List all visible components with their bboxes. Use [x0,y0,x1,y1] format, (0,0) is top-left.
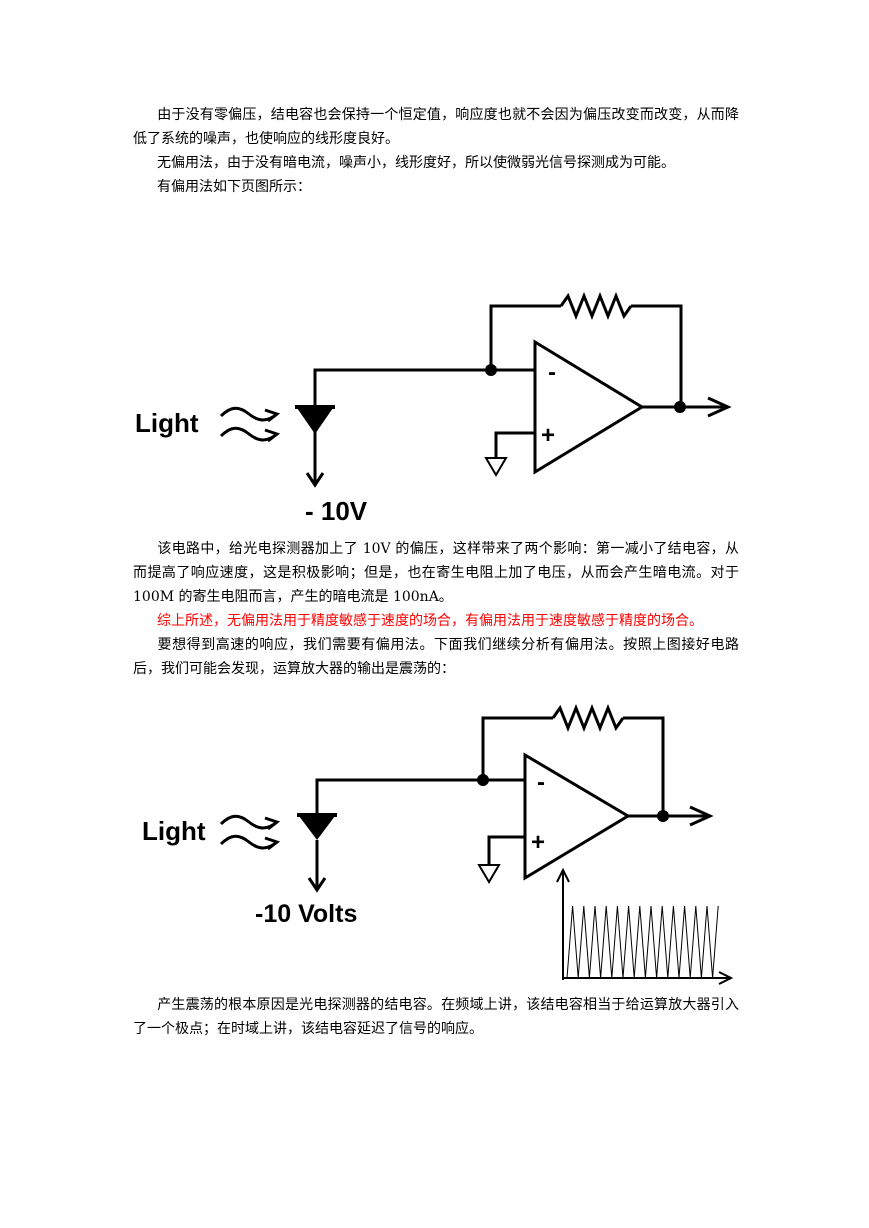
paragraph-7: 产生震荡的根本原因是光电探测器的结电容。在频域上讲，该结电容相当于给运算放大器引… [133,993,739,1041]
bias-arrow-icon [305,472,325,488]
bias-arrow-icon [307,877,327,893]
feedback-wire-right [631,304,683,407]
bias-voltage-label: - 10V [305,496,368,526]
feedback-resistor [551,703,625,733]
oscillating-output-circuit-diagram: Light - + -10 Volts [142,703,734,985]
junction-dot [657,810,669,822]
paragraph-4-text: 该电路中，给光电探测器加上了 10V 的偏压，这样带来了两个影响：第一减小了结电… [133,541,739,605]
paragraph-3-text: 有偏用法如下页图所示： [157,179,311,195]
paragraph-6-text: 要想得到高速的响应，我们需要有偏用法。下面我们继续分析有偏用法。按照上图接好电路… [133,637,739,677]
junction-dot [485,364,497,376]
light-arrowhead-icon [264,408,281,423]
plot-y-axis-arrow-icon [556,867,570,883]
paragraph-2-text: 无偏用法，由于没有暗电流，噪声小，线形度好，所以使微弱光信号探测成为可能。 [157,155,675,171]
op-amp-triangle [533,339,645,475]
paragraph-1-text: 由于没有零偏压，结电容也会保持一个恒定值，响应度也就不会因为偏压改变而改变，从而… [133,107,739,147]
output-arrow-icon [689,805,714,827]
paragraph-7-text: 产生震荡的根本原因是光电探测器的结电容。在频域上讲，该结电容相当于给运算放大器引… [133,997,739,1037]
light-arrowhead-icon [264,816,281,831]
ground-icon [484,457,508,477]
ground-wire [494,431,535,458]
light-label: Light [135,408,199,438]
oscillation-waveform-plot [556,867,734,985]
paragraph-5-emphasis: 综上所述，无偏用法用于精度敏感于速度的场合，有偏用法用于速度敏感于精度的场合。 [133,609,739,633]
junction-dot [477,774,489,786]
non-inverting-input-sign: + [531,829,545,856]
non-inverting-input-sign: + [541,422,555,449]
junction-dot [674,401,686,413]
bias-voltage-label: -10 Volts [255,900,357,928]
paragraph-6: 要想得到高速的响应，我们需要有偏用法。下面我们继续分析有偏用法。按照上图接好电路… [133,633,739,681]
paragraph-1: 由于没有零偏压，结电容也会保持一个恒定值，响应度也就不会因为偏压改变而改变，从而… [133,103,739,151]
paragraph-2: 无偏用法，由于没有暗电流，噪声小，线形度好，所以使微弱光信号探测成为可能。 [133,151,739,175]
feedback-resistor [559,291,633,321]
output-arrow-icon [707,396,732,418]
light-label: Light [142,816,206,846]
input-wire [315,778,525,825]
photodiode-icon [299,816,335,840]
plot-x-axis-arrow-icon [718,971,734,985]
paragraph-4: 该电路中，给光电探测器加上了 10V 的偏压，这样带来了两个影响：第一减小了结电… [133,537,739,609]
oscillation-waveform [566,905,719,979]
biased-photodiode-circuit-diagram: Light - + - 10V [135,291,732,526]
inverting-input-sign: - [537,769,545,796]
paragraph-3: 有偏用法如下页图所示： [133,175,739,199]
op-amp-triangle [523,752,631,881]
photodiode-icon [297,408,333,434]
feedback-wire-left [481,716,553,780]
paragraph-5-text: 综上所述，无偏用法用于精度敏感于速度的场合，有偏用法用于速度敏感于精度的场合。 [157,613,703,629]
inverting-input-sign: - [548,359,556,386]
light-arrowhead-icon [264,836,281,851]
ground-icon [477,864,501,884]
input-wire [313,368,535,408]
feedback-wire-right [623,716,665,816]
ground-wire [487,835,525,865]
light-arrowhead-icon [264,428,281,443]
feedback-wire-left [489,304,561,370]
